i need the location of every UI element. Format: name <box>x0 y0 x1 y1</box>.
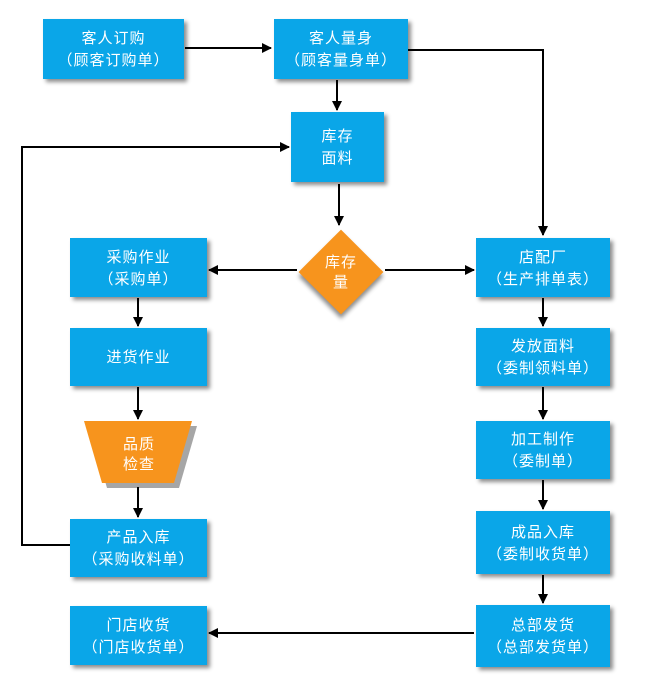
finished-stock-in-title: 成品入库 <box>510 522 575 541</box>
store-receive-doc: （门店收货单） <box>82 637 195 656</box>
customer-measure-title: 客人量身 <box>308 29 373 47</box>
processing-title: 加工制作 <box>510 430 575 448</box>
stock-fabric-line2: 面料 <box>321 149 354 167</box>
issue-fabric-title: 发放面料 <box>510 337 575 355</box>
store-factory-box: 店配厂 （生产排单表） <box>476 238 610 297</box>
customer-measure-box: 客人量身 （顾客量身单） <box>274 19 408 79</box>
purchase-title: 采购作业 <box>106 247 171 266</box>
hq-ship-doc: （总部发货单） <box>486 638 599 656</box>
store-factory-title: 店配厂 <box>518 247 567 266</box>
product-stock-in-doc: （采购收料单） <box>82 550 195 568</box>
issue-fabric-box: 发放面料 （委制领料单） <box>476 328 610 386</box>
stock-fabric-box: 库存 面料 <box>291 112 384 182</box>
stock-fabric-line1: 库存 <box>321 127 354 145</box>
store-receive-box: 门店收货 （门店收货单） <box>70 606 207 665</box>
purchase-box: 采购作业 （采购单） <box>70 238 207 297</box>
customer-measure-doc: （顾客量身单） <box>284 51 397 69</box>
hq-ship-box: 总部发货 （总部发货单） <box>476 605 610 667</box>
stock-qty-line1: 库存 <box>324 253 357 271</box>
store-factory-doc: （生产排单表） <box>486 269 599 288</box>
receiving-box: 进货作业 <box>70 328 207 386</box>
processing-doc: （委制单） <box>502 452 583 470</box>
quality-check-line1: 品质 <box>122 435 155 453</box>
stock-qty-line2: 量 <box>332 273 349 291</box>
arrow-stockin-to-stock <box>21 142 290 546</box>
quality-check-node: 品质 检查 <box>84 421 194 487</box>
purchase-doc: （采购单） <box>98 269 179 288</box>
receiving-title: 进货作业 <box>106 348 171 366</box>
customer-order-doc: （顾客订购单） <box>57 51 170 69</box>
customer-order-box: 客人订购 （顾客订购单） <box>43 19 184 79</box>
issue-fabric-doc: （委制领料单） <box>486 359 599 377</box>
finished-stock-in-doc: （委制收货单） <box>486 544 599 563</box>
arrow-measure-to-factory <box>408 49 548 236</box>
product-stock-in-title: 产品入库 <box>106 528 171 546</box>
quality-check-trapezoid <box>84 421 192 483</box>
stock-quantity-decision: 库存 量 <box>296 227 386 317</box>
product-stock-in-box: 产品入库 （采购收料单） <box>70 519 207 577</box>
hq-ship-title: 总部发货 <box>510 616 575 634</box>
quality-check-line2: 检查 <box>122 455 155 473</box>
processing-box: 加工制作 （委制单） <box>476 421 610 479</box>
store-receive-title: 门店收货 <box>106 615 171 634</box>
finished-stock-in-box: 成品入库 （委制收货单） <box>476 511 610 574</box>
customer-order-title: 客人订购 <box>81 29 146 47</box>
